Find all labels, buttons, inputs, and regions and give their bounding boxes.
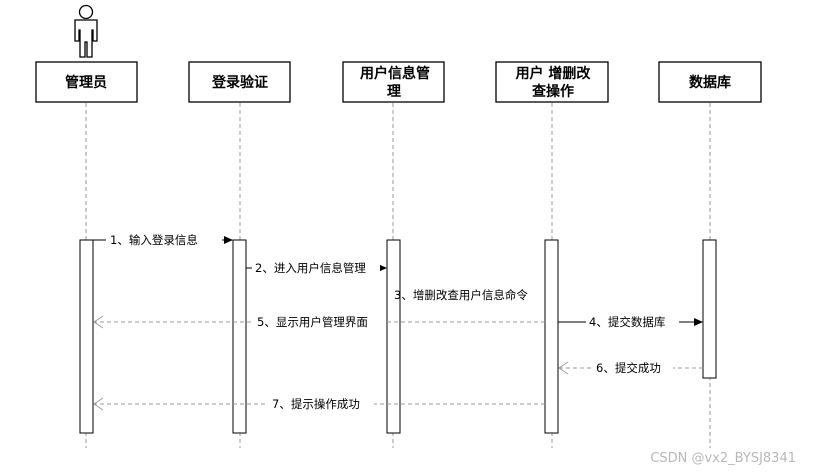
participant-box-login xyxy=(188,61,291,103)
message-4-label: 4、提交数据库 xyxy=(589,315,665,329)
actor-icon xyxy=(74,4,98,58)
message-6-label: 6、提交成功 xyxy=(596,361,661,375)
message-7-label: 7、提示操作成功 xyxy=(272,397,360,411)
activation-bar-db xyxy=(702,239,717,379)
participant-box-userinfo xyxy=(342,61,445,103)
message-4-arrowhead xyxy=(694,318,703,326)
participant-label-userinfo-line2: 理 xyxy=(387,84,401,100)
message-1-arrowhead xyxy=(224,236,233,244)
message-4-label-bg xyxy=(586,313,679,329)
participant-box-admin xyxy=(35,61,138,103)
message-5-label-bg xyxy=(253,313,384,329)
activation-bar-admin xyxy=(79,239,94,434)
message-5-arrowhead xyxy=(93,315,104,329)
participant-label-crud-line2: 查操作 xyxy=(532,83,574,100)
participant-box-crud xyxy=(495,61,609,103)
participant-label-admin: 管理员 xyxy=(65,74,107,91)
message-5-label: 5、显示用户管理界面 xyxy=(257,315,368,329)
participant-label-db: 数据库 xyxy=(689,74,731,91)
watermark: CSDN @vx2_BYSJ8341 xyxy=(650,451,796,466)
message-7-label-bg xyxy=(268,395,374,411)
message-7-arrowhead xyxy=(93,397,104,411)
message-2-label: 2、进入用户信息管理 xyxy=(255,261,366,275)
activation-bar-crud xyxy=(544,239,559,434)
message-6-arrowhead xyxy=(558,361,569,375)
participant-box-db xyxy=(658,61,762,103)
participant-label-userinfo-line1: 用户信息管 xyxy=(360,65,430,82)
participant-label-login: 登录验证 xyxy=(211,74,268,91)
activation-bar-userinfo xyxy=(386,239,401,434)
message-2-label-bg xyxy=(252,259,380,275)
message-2-arrowhead xyxy=(378,264,387,272)
message-6-label-bg xyxy=(592,359,673,375)
message-1-label: 1、输入登录信息 xyxy=(110,233,198,247)
message-3-label: 3、增删改查用户信息命令 xyxy=(394,288,528,302)
message-1-label-bg xyxy=(106,231,222,247)
participant-label-crud-line1: 用户 增删改 xyxy=(516,65,592,82)
activation-bar-login xyxy=(232,239,247,434)
